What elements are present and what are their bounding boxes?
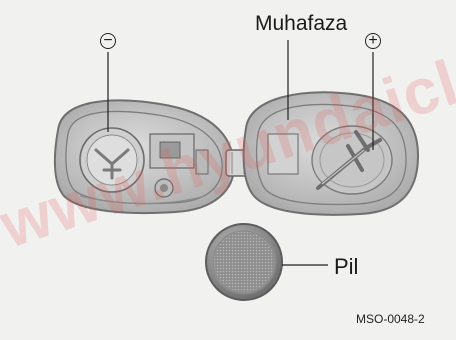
minus-terminal-sign: − bbox=[98, 31, 118, 51]
figure-code: MSO-0048-2 bbox=[356, 312, 425, 326]
coin-battery bbox=[206, 224, 282, 300]
plus-terminal-sign: + bbox=[363, 31, 383, 51]
battery-label: Pil bbox=[334, 254, 358, 280]
housing-label: Muhafaza bbox=[255, 12, 347, 36]
